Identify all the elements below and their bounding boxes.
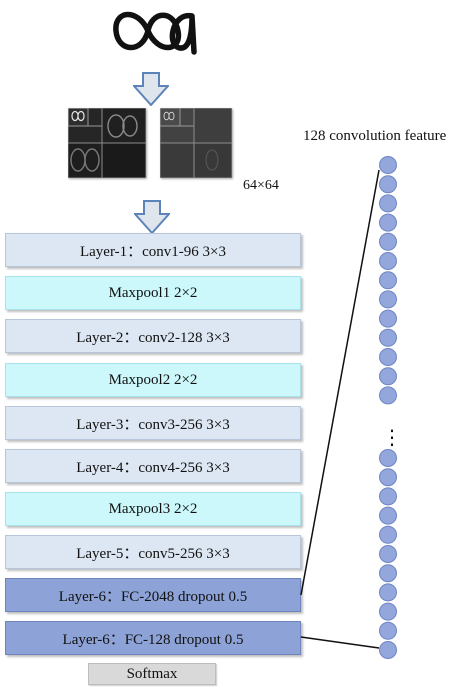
feature-node — [379, 213, 397, 232]
feature-node — [379, 621, 397, 640]
layer-label: Layer-1：conv1-96 3×3 — [79, 243, 227, 260]
feature-node — [379, 506, 397, 525]
feature-node — [379, 309, 397, 328]
connector-line — [300, 636, 380, 649]
feature-map-image-1 — [68, 108, 146, 178]
layer-label: Layer-6：FC-128 dropout 0.5 — [62, 631, 244, 648]
layer-label: Layer-4：conv4-256 3×3 — [76, 459, 230, 476]
layer-box: Maxpool1 2×2 — [5, 276, 301, 310]
feature-node — [379, 564, 397, 583]
feature-node — [379, 449, 397, 467]
feature-node — [379, 194, 397, 213]
down-arrow-icon — [134, 200, 170, 234]
layer-box: Layer-6：FC-128 dropout 0.5 — [5, 621, 301, 655]
layer-box: Layer-6：FC-2048 dropout 0.5 — [5, 578, 301, 612]
layer-label: Maxpool3 2×2 — [108, 500, 198, 517]
feature-node — [379, 271, 397, 290]
down-arrow-icon — [133, 72, 169, 106]
feature-node — [379, 367, 397, 386]
layer-label: Layer-5：conv5-256 3×3 — [76, 545, 230, 562]
feature-vector-label: 128 convolution feature — [303, 128, 447, 144]
softmax-box: Softmax — [88, 663, 216, 685]
feature-node — [379, 468, 397, 487]
feature-node — [379, 525, 397, 544]
layer-label: Maxpool2 2×2 — [108, 371, 198, 388]
feature-node — [379, 386, 397, 405]
feature-map-size-label: 64×64 — [243, 178, 279, 193]
layer-box: Maxpool2 2×2 — [5, 363, 301, 397]
layer-box: Layer-3：conv3-256 3×3 — [5, 406, 301, 440]
feature-node — [379, 545, 397, 563]
feature-node — [379, 290, 397, 309]
feature-node — [379, 232, 397, 251]
handwritten-input-image — [113, 11, 197, 55]
layer-label: Layer-6：FC-2048 dropout 0.5 — [58, 588, 248, 605]
ellipsis-glyph: ⋮ — [382, 425, 402, 449]
feature-node — [379, 348, 397, 366]
feature-node — [379, 328, 397, 347]
layer-box: Layer-1：conv1-96 3×3 — [5, 233, 301, 267]
softmax-label: Softmax — [126, 665, 178, 682]
feature-node — [379, 252, 397, 270]
layer-box: Layer-4：conv4-256 3×3 — [5, 449, 301, 483]
layer-label: Layer-2：conv2-128 3×3 — [76, 329, 230, 346]
feature-nodes — [379, 156, 397, 659]
feature-node — [379, 175, 397, 194]
feature-map-image-2 — [160, 108, 232, 178]
feature-node — [379, 487, 397, 506]
layer-label: Maxpool1 2×2 — [108, 284, 198, 301]
feature-node — [379, 583, 397, 602]
feature-node — [379, 156, 397, 174]
layer-box: Layer-2：conv2-128 3×3 — [5, 319, 301, 353]
layer-box: Layer-5：conv5-256 3×3 — [5, 535, 301, 569]
feature-node — [379, 641, 397, 659]
layer-label: Layer-3：conv3-256 3×3 — [76, 416, 230, 433]
connector-line — [300, 169, 380, 596]
layer-box: Maxpool3 2×2 — [5, 492, 301, 526]
feature-node — [379, 602, 397, 621]
